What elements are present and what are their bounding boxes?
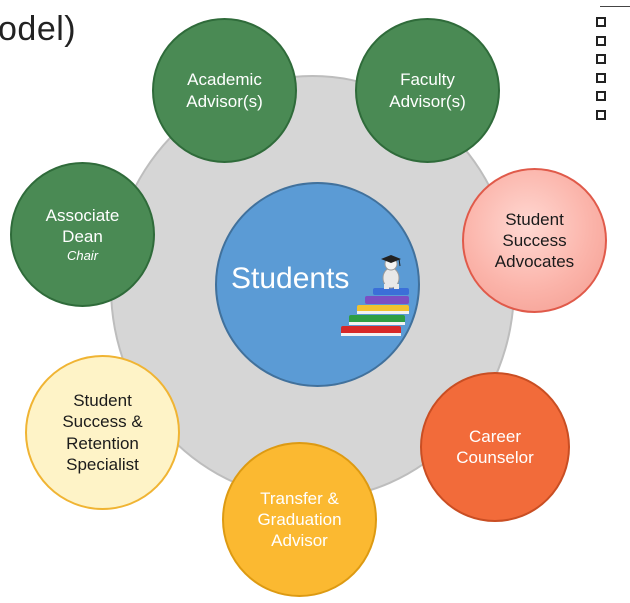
retention-line-1: Student (73, 391, 132, 410)
academic-advisor-line-1: Academic (187, 70, 262, 90)
checkbox-1[interactable] (596, 17, 606, 27)
advocates-line-3: Advocates (494, 252, 575, 272)
academic-advisor-node: Academic Advisor(s) (152, 18, 297, 163)
associate-dean-line-1: Associate (45, 206, 120, 226)
checkbox-5[interactable] (596, 91, 606, 101)
faculty-advisor-line-1: Faculty (400, 70, 455, 90)
transfer-line-2: Graduation (257, 509, 342, 529)
checkbox-2[interactable] (596, 35, 606, 46)
retention-line-4: Specialist (66, 454, 139, 474)
career-counselor-line-2: Counselor (456, 448, 534, 467)
associate-dean-subtitle: Chair (66, 247, 99, 263)
checkbox-6[interactable] (596, 109, 606, 120)
transfer-graduation-advisor-node: Transfer & Graduation Advisor (222, 442, 377, 597)
advocates-line-2: Success (502, 230, 567, 250)
checklist (594, 6, 630, 128)
student-on-books-icon (341, 255, 409, 336)
associate-dean-node: Associate Dean Chair (10, 162, 155, 307)
retention-specialist-node: Student Success & Retention Specialist (25, 355, 180, 510)
students-label: Students (231, 262, 350, 295)
academic-advisor-line-2: Advisor(s) (186, 91, 263, 111)
faculty-advisor-node: Faculty Advisor(s) (355, 18, 500, 163)
checklist-divider (600, 6, 630, 7)
retention-line-2: Success & (62, 412, 143, 432)
associate-dean-line-2: Dean (62, 227, 103, 247)
student-success-advocates-node: Student Success Advocates (462, 168, 607, 313)
career-counselor-line-1: Career (469, 426, 521, 446)
checkbox-3[interactable] (596, 54, 606, 64)
career-counselor-node: Career Counselor (420, 372, 570, 522)
students-center-circle: Students (215, 182, 420, 387)
advocates-line-1: Student (505, 209, 564, 229)
retention-line-3: Retention (66, 433, 139, 453)
checkbox-4[interactable] (596, 72, 606, 83)
partial-title-text: odel) (0, 10, 77, 48)
transfer-line-1: Transfer & (260, 488, 339, 508)
faculty-advisor-line-2: Advisor(s) (389, 91, 466, 111)
transfer-line-3: Advisor (271, 531, 328, 551)
